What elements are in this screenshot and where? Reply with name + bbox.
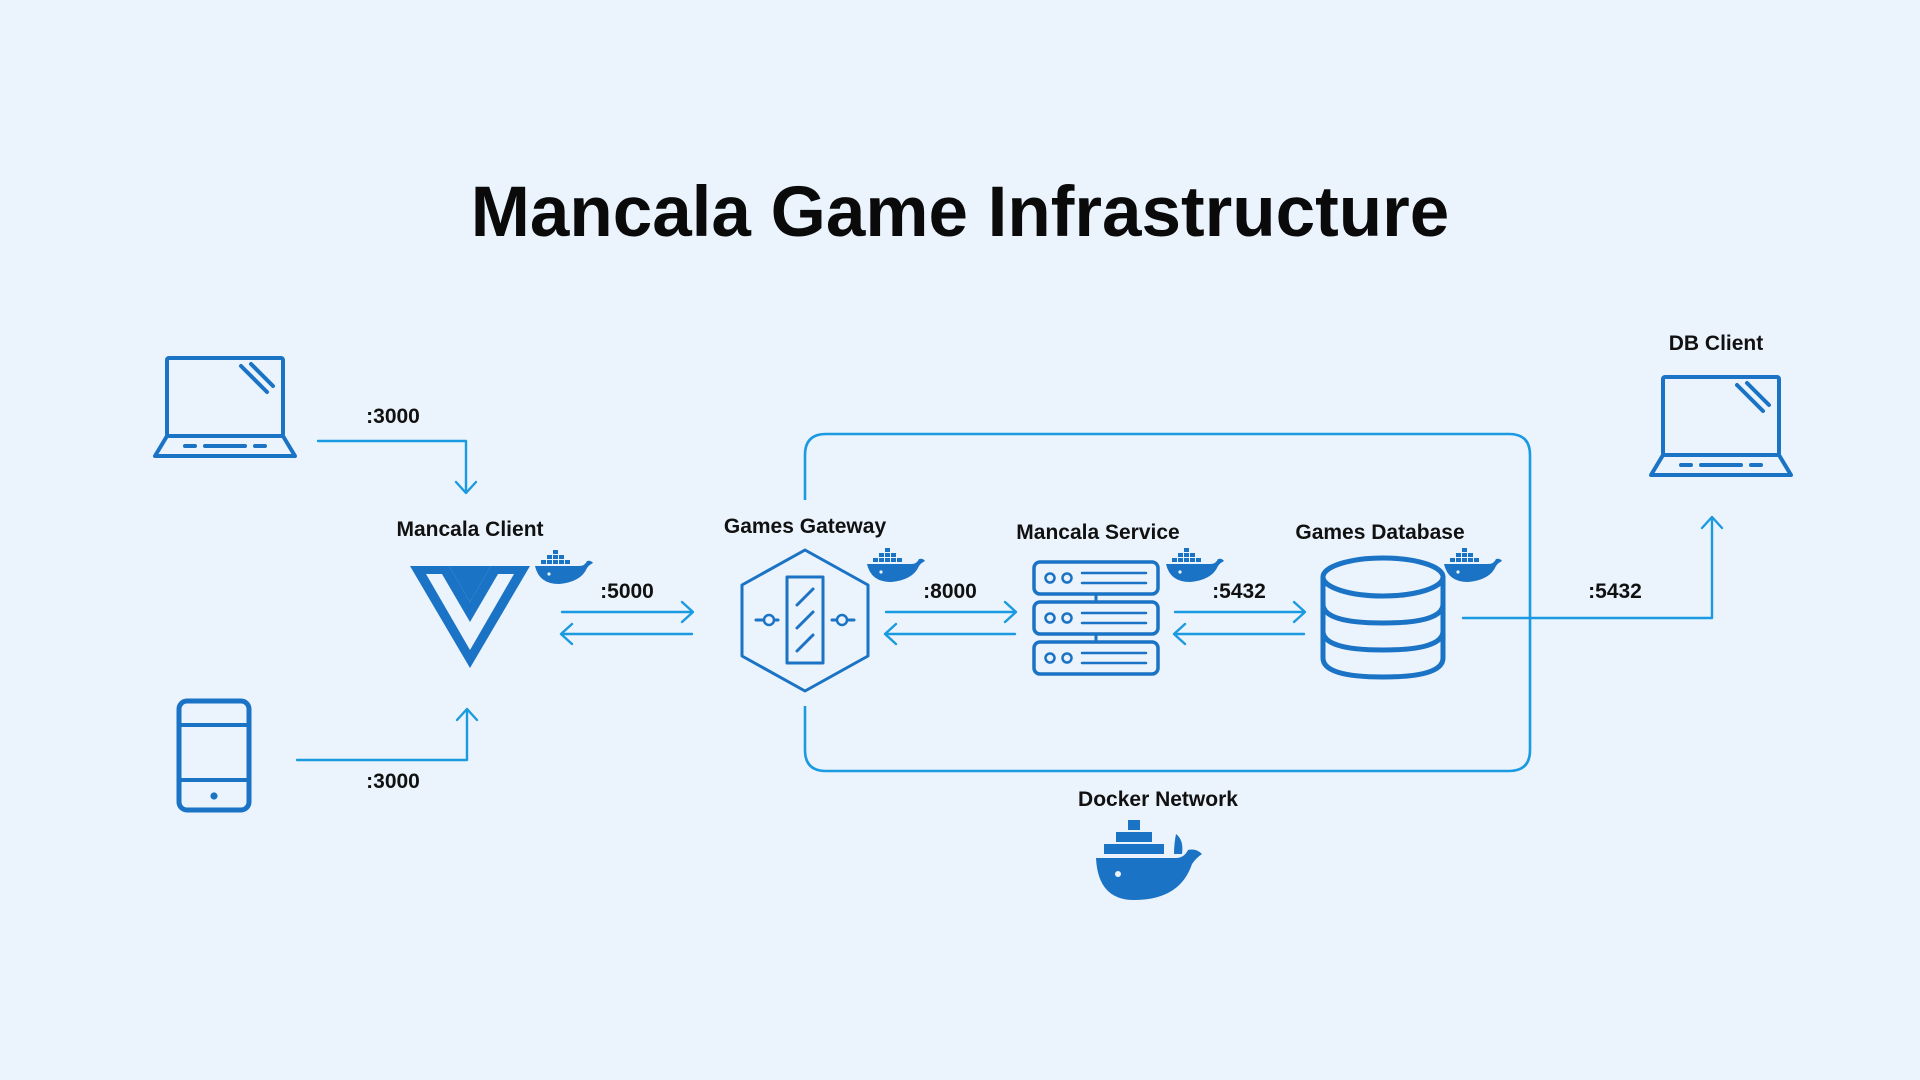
- games-gateway-label: Games Gateway: [724, 515, 887, 538]
- connector-tablet-to-client: [295, 707, 479, 762]
- docker-network-label: Docker Network: [1078, 788, 1238, 811]
- connector-database-db-client: [1461, 515, 1724, 620]
- page-title: Mancala Game Infrastructure: [471, 173, 1450, 252]
- docker-icon: [1166, 548, 1224, 582]
- port-label-database-db-client: :5432: [1588, 580, 1642, 603]
- port-label-gateway-service: :8000: [923, 580, 977, 603]
- docker-icon: [867, 548, 925, 582]
- port-label-tablet: :3000: [366, 770, 420, 793]
- connector-service-database: [1172, 600, 1307, 646]
- docker-icon: [535, 550, 593, 584]
- db-client-laptop-icon: [1649, 375, 1793, 477]
- connector-laptop-to-client: [316, 439, 478, 495]
- connector-gateway-service: [883, 600, 1018, 646]
- laptop-icon: [153, 356, 297, 458]
- db-client-label: DB Client: [1669, 332, 1764, 355]
- port-label-service-database: :5432: [1212, 580, 1266, 603]
- connector-client-gateway: [559, 600, 695, 646]
- mancala-client-label: Mancala Client: [396, 518, 543, 541]
- database-icon: [1320, 555, 1446, 680]
- games-database-label: Games Database: [1295, 521, 1464, 544]
- vue-logo-icon: [410, 566, 530, 668]
- docker-network-boundary: [803, 432, 1532, 773]
- docker-icon: [1444, 548, 1502, 582]
- docker-whale-icon: [1096, 820, 1202, 900]
- mancala-service-label: Mancala Service: [1016, 521, 1179, 544]
- port-label-laptop: :3000: [366, 405, 420, 428]
- api-gateway-icon: [740, 548, 870, 693]
- tablet-icon: [176, 698, 252, 813]
- server-stack-icon: [1032, 560, 1160, 676]
- port-label-client-gateway: :5000: [600, 580, 654, 603]
